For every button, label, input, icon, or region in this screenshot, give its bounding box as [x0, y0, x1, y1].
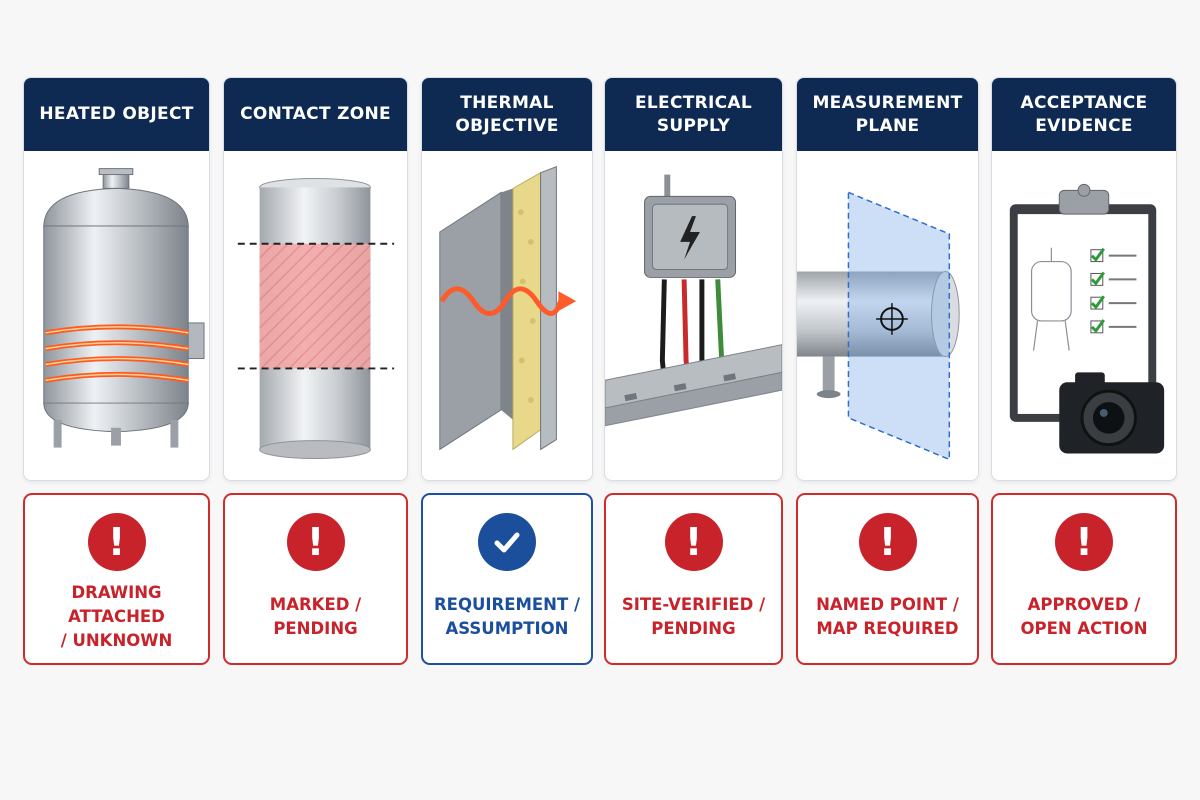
status-text: REQUIREMENT / ASSUMPTION [433, 595, 581, 638]
exclamation-icon: ! [87, 513, 146, 571]
panel-measurement-plane: MEASUREMENT PLANE [796, 77, 979, 481]
column-header: ELECTRICAL SUPPLY [605, 78, 782, 151]
status-text: SITE-VERIFIED / PENDING [621, 595, 766, 638]
pipe-contact-zone-icon [224, 151, 407, 480]
panel-thermal-objective: THERMAL OBJECTIVE [421, 77, 593, 481]
status-text: NAMED POINT / MAP REQUIRED [816, 595, 959, 638]
status-card: ! MARKED / PENDING [223, 493, 408, 665]
panel-heated-object: HEATED OBJECT [23, 77, 210, 481]
status-text: APPROVED / OPEN ACTION [1020, 595, 1148, 638]
status-card: ! SITE-VERIFIED / PENDING [604, 493, 783, 665]
column-header: THERMAL OBJECTIVE [422, 78, 592, 151]
column-header: HEATED OBJECT [24, 78, 209, 151]
exclamation-icon: ! [858, 513, 917, 571]
column-header: CONTACT ZONE [224, 78, 407, 151]
panel-contact-zone: CONTACT ZONE [223, 77, 408, 481]
panel-electrical-supply: ELECTRICAL SUPPLY [604, 77, 783, 481]
clipboard-checklist-camera-icon [992, 151, 1176, 480]
status-text: MARKED / PENDING [269, 595, 362, 638]
status-card: REQUIREMENT / ASSUMPTION [421, 493, 593, 665]
pipe-measurement-plane-icon [797, 151, 978, 480]
exclamation-icon: ! [1055, 513, 1113, 571]
junction-box-cable-tray-icon [605, 151, 782, 480]
insulated-wall-heat-flow-icon [422, 151, 592, 480]
checkmark-icon [478, 513, 536, 571]
tank-with-heating-coil-icon [24, 151, 209, 480]
status-card: ! APPROVED / OPEN ACTION [991, 493, 1177, 665]
exclamation-icon: ! [286, 513, 345, 571]
panel-acceptance-evidence: ACCEPTANCE EVIDENCE [991, 77, 1177, 481]
column-header: MEASUREMENT PLANE [797, 78, 978, 151]
status-text: DRAWING ATTACHED / UNKNOWN [60, 583, 173, 650]
column-header: ACCEPTANCE EVIDENCE [992, 78, 1176, 151]
status-card: ! DRAWING ATTACHED / UNKNOWN [23, 493, 210, 665]
status-card: ! NAMED POINT / MAP REQUIRED [796, 493, 979, 665]
exclamation-icon: ! [664, 513, 723, 571]
